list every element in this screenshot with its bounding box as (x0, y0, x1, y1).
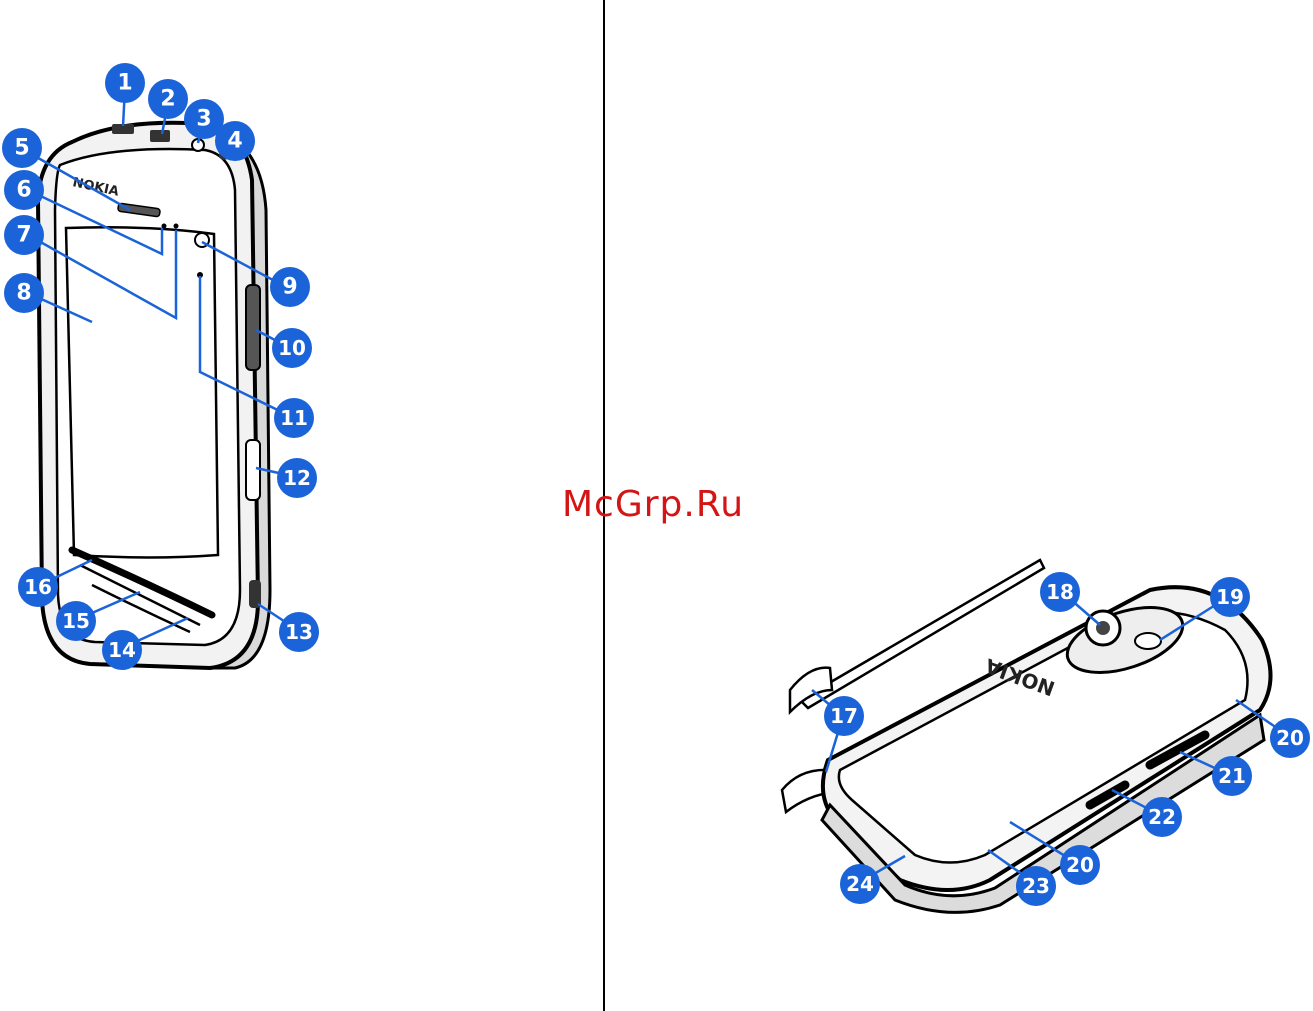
svg-text:2: 2 (160, 87, 175, 112)
callout-11: 11 (274, 398, 314, 438)
callout-24: 24 (840, 864, 880, 904)
svg-text:12: 12 (283, 466, 311, 490)
phone-front-view: NOKIA (38, 123, 270, 668)
callout-9: 9 (270, 267, 310, 307)
callout-22: 22 (1142, 797, 1182, 837)
svg-text:15: 15 (62, 609, 90, 633)
callout-1: 1 (105, 63, 145, 103)
callout-18: 18 (1040, 572, 1080, 612)
callout-13: 13 (279, 612, 319, 652)
svg-text:10: 10 (278, 336, 306, 360)
callout-17: 17 (824, 696, 864, 736)
callout-7: 7 (4, 215, 44, 255)
svg-text:23: 23 (1022, 874, 1050, 898)
callout-21: 21 (1212, 756, 1252, 796)
svg-text:8: 8 (16, 281, 31, 306)
callout-16: 16 (18, 567, 58, 607)
callout-5: 5 (2, 128, 42, 168)
callout-23: 23 (1016, 866, 1056, 906)
svg-text:11: 11 (280, 406, 308, 430)
callout-4: 4 (215, 121, 255, 161)
svg-text:20: 20 (1066, 853, 1094, 877)
svg-text:16: 16 (24, 575, 52, 599)
svg-text:9: 9 (282, 275, 297, 300)
svg-text:6: 6 (16, 178, 31, 203)
callout-6: 6 (4, 170, 44, 210)
callout-8: 8 (4, 273, 44, 313)
svg-text:21: 21 (1218, 764, 1246, 788)
svg-text:4: 4 (227, 129, 242, 154)
svg-text:19: 19 (1216, 585, 1244, 609)
svg-text:18: 18 (1046, 580, 1074, 604)
svg-text:5: 5 (14, 136, 29, 161)
callout-2: 2 (148, 79, 188, 119)
svg-text:3: 3 (196, 107, 211, 132)
callout-19: 19 (1210, 577, 1250, 617)
svg-text:17: 17 (830, 704, 858, 728)
callout-10: 10 (272, 328, 312, 368)
callout-20-upper: 20 (1270, 718, 1310, 758)
callout-14: 14 (102, 630, 142, 670)
svg-text:22: 22 (1148, 805, 1176, 829)
svg-text:14: 14 (108, 638, 136, 662)
phone-back-view: NOKIA (782, 560, 1271, 912)
svg-text:1: 1 (117, 71, 132, 96)
watermark-text: McGrp.Ru (562, 484, 744, 525)
svg-text:24: 24 (846, 872, 874, 896)
callout-12: 12 (277, 458, 317, 498)
svg-text:20: 20 (1276, 726, 1304, 750)
svg-text:7: 7 (16, 223, 31, 248)
callout-20-lower: 20 (1060, 845, 1100, 885)
svg-text:13: 13 (285, 620, 313, 644)
callout-15: 15 (56, 601, 96, 641)
